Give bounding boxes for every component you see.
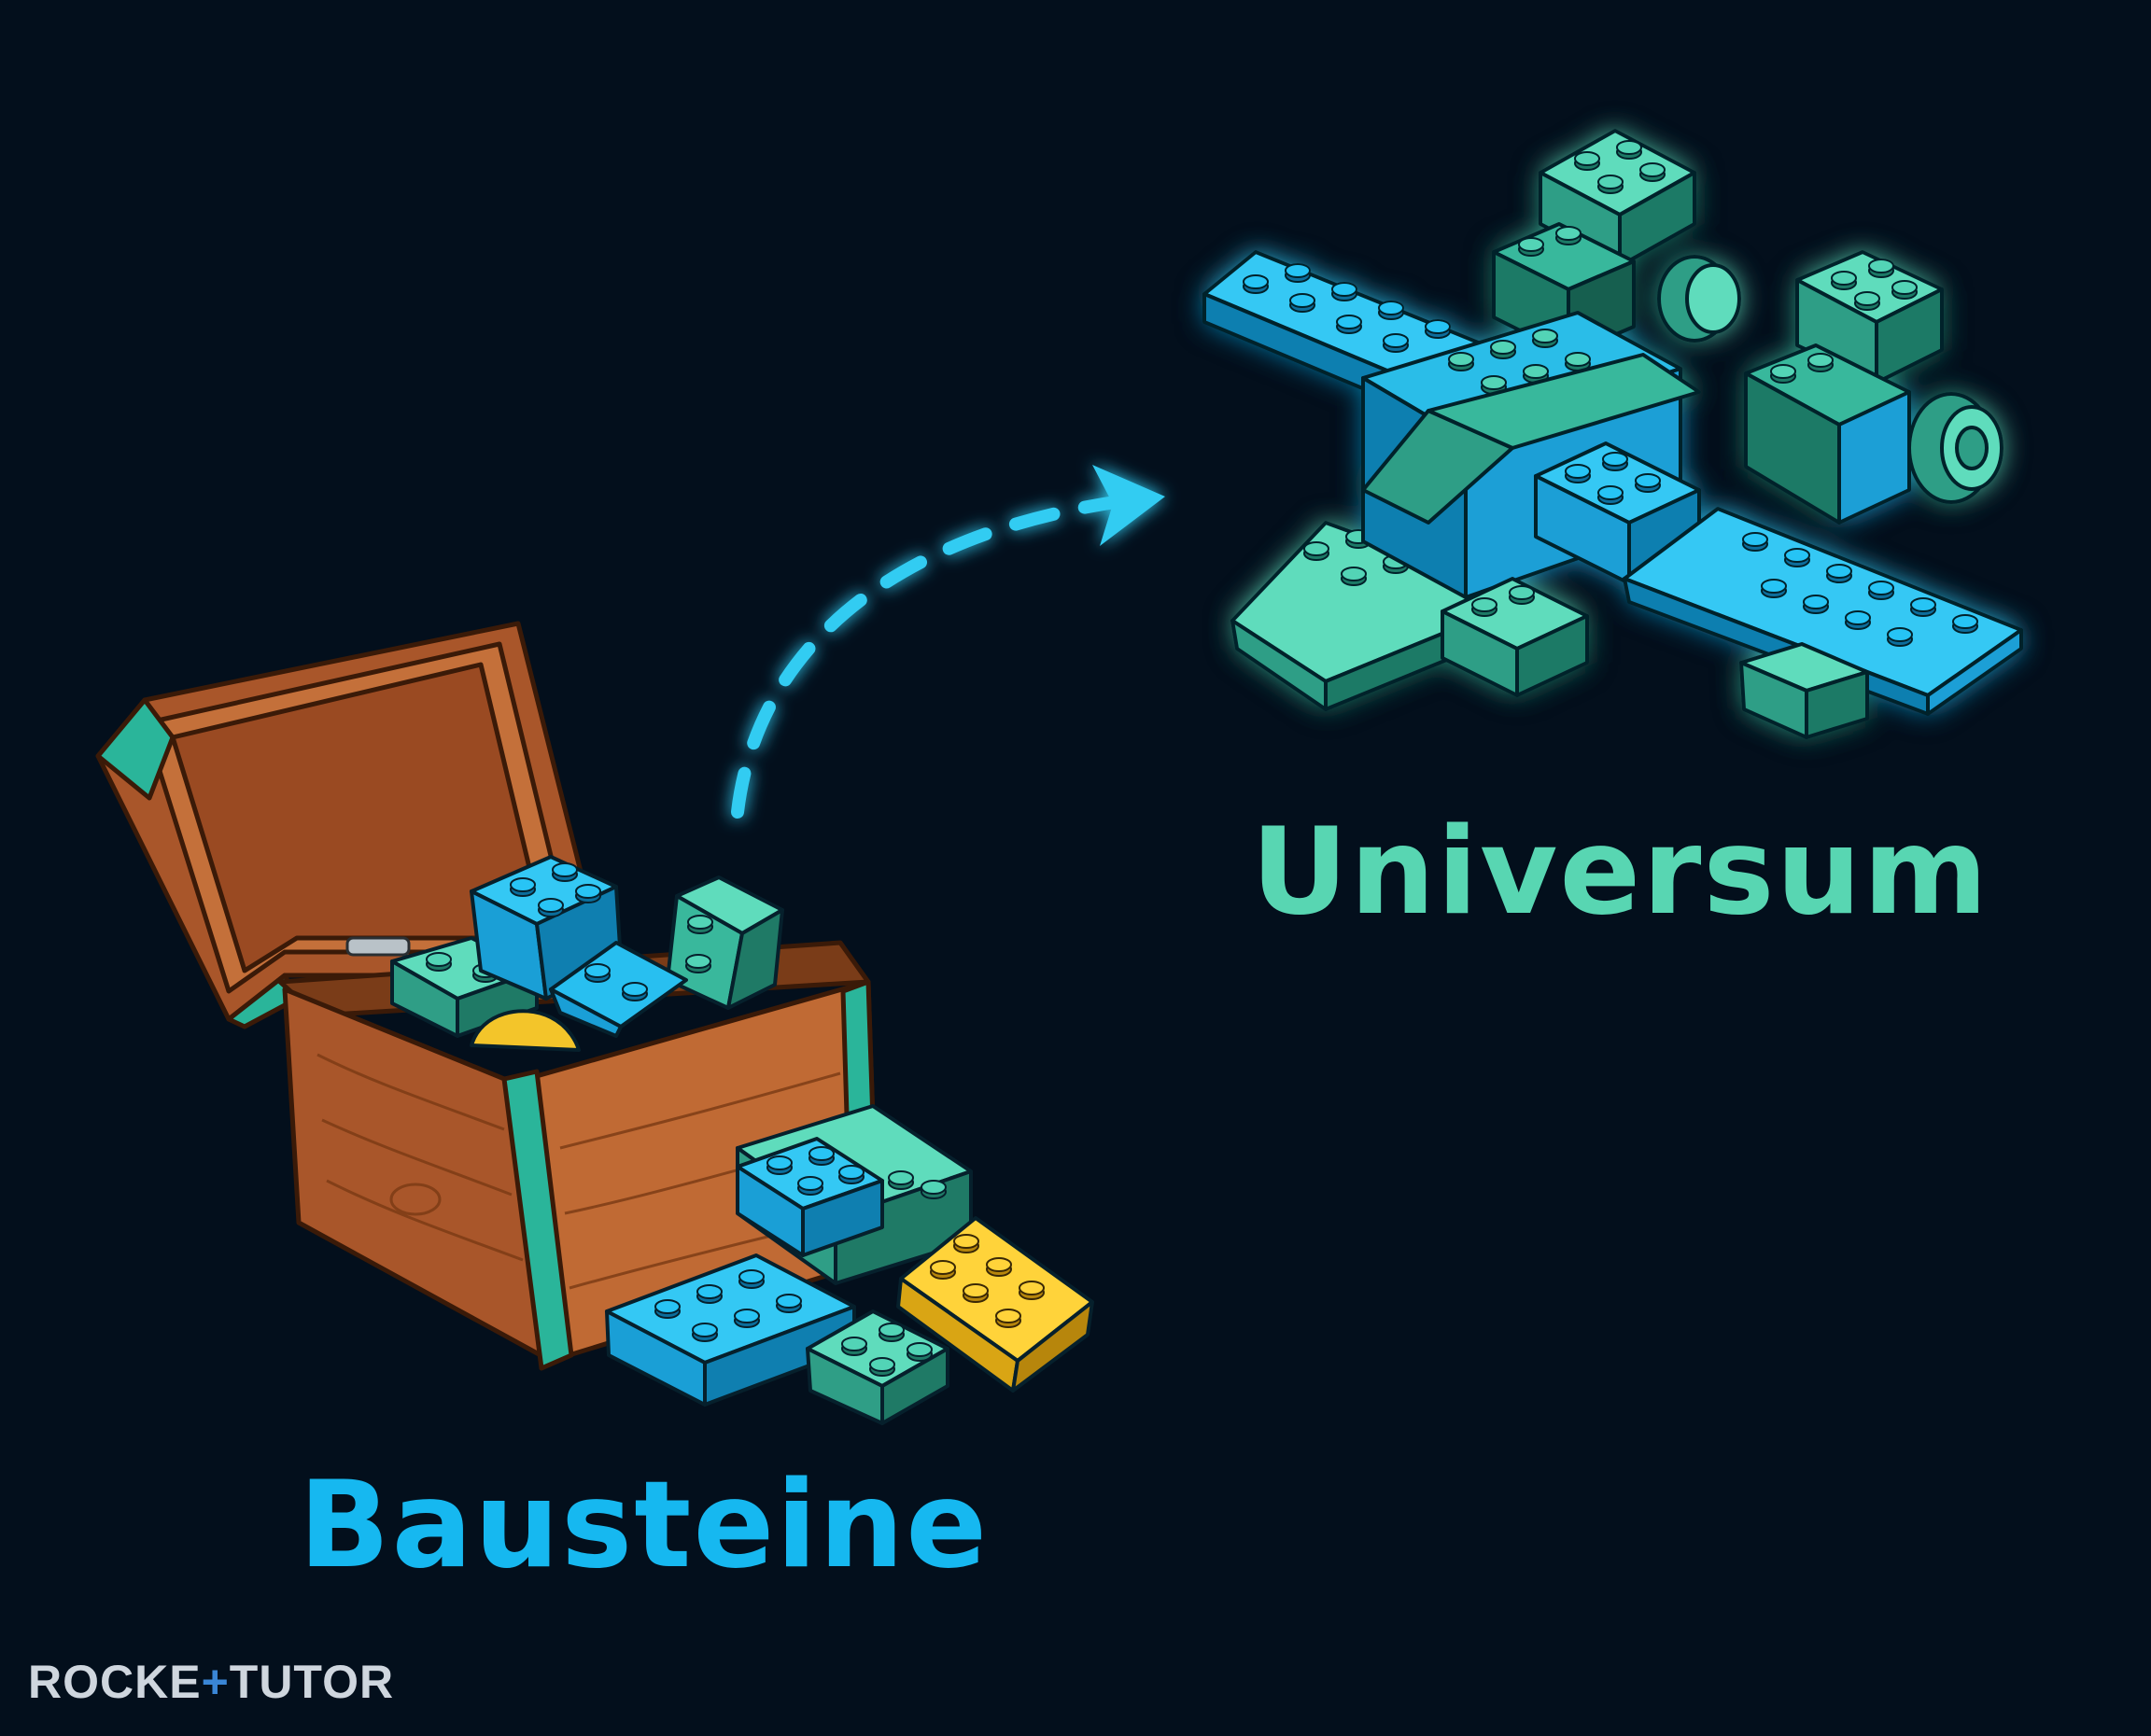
loose-bricks <box>605 1104 1094 1425</box>
brick-spaceship-icon <box>1202 129 2023 739</box>
blocks-label: Bausteine <box>299 1456 990 1595</box>
engine <box>1657 255 2003 504</box>
dashed-curved-arrow-icon <box>731 465 1165 819</box>
chest-bricks <box>390 855 784 1052</box>
logo-part-2: TUTO <box>229 1656 359 1708</box>
logo-plus: + <box>201 1656 230 1708</box>
logo-part-1: ROCKE <box>28 1656 202 1708</box>
toy-chest-icon <box>95 621 880 1371</box>
universe-label: Universum <box>1251 803 1989 942</box>
logo-last-letter: R <box>358 1656 395 1708</box>
brand-logo: ROCKE+TUTOR <box>28 1654 394 1710</box>
